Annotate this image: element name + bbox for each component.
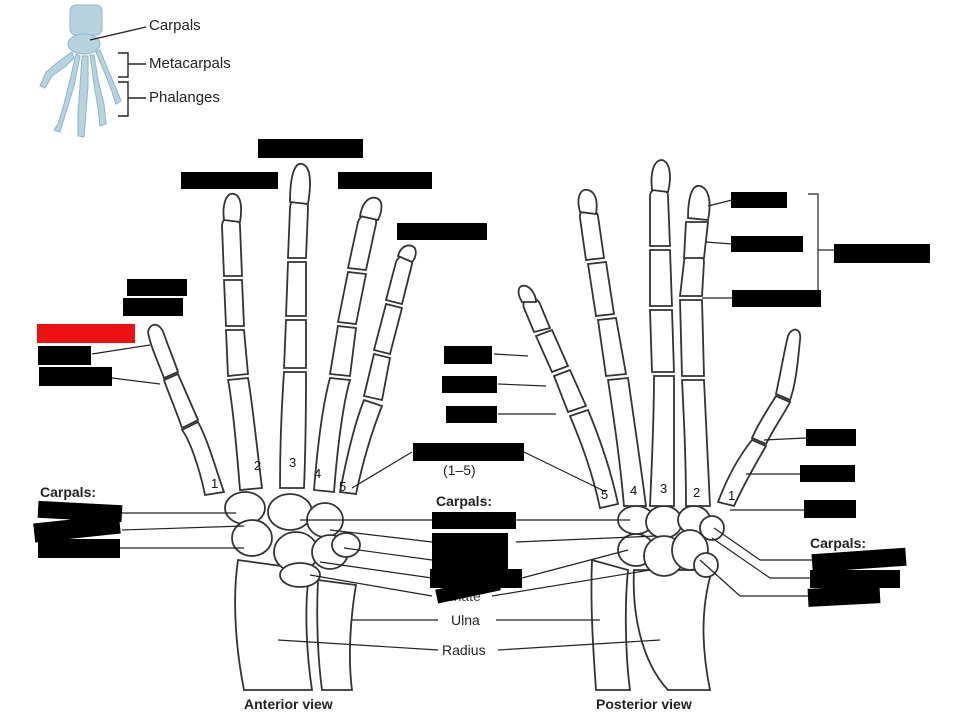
key-leader-lines (89, 26, 147, 117)
redaction-box (810, 570, 900, 588)
redaction-box (181, 172, 278, 189)
redaction-box (397, 223, 487, 240)
redaction-box (807, 585, 881, 607)
center-carpals-heading: Carpals: (436, 493, 493, 509)
posterior-digit-4: 4 (630, 483, 638, 498)
posterior-digit-5: 5 (601, 487, 609, 502)
redaction-box (432, 533, 508, 552)
anterior-ulna-bone (316, 578, 358, 691)
redaction-box (432, 512, 516, 529)
anterior-digit-1: 1 (211, 476, 219, 491)
redaction-box (432, 552, 508, 569)
anterior-digit-4: 4 (314, 466, 322, 481)
redaction-box (413, 443, 524, 461)
highlighted-answer-box[interactable] (37, 324, 135, 343)
redaction-box (258, 139, 363, 158)
anterior-digit-2: 2 (254, 458, 262, 473)
hand-key-icon (39, 4, 122, 138)
redaction-box (123, 298, 183, 316)
redaction-box (338, 172, 432, 189)
redaction-box (806, 429, 856, 446)
posterior-carpals-heading: Carpals: (810, 535, 867, 551)
redaction-box (442, 376, 497, 393)
anterior-carpals-heading: Carpals: (40, 484, 97, 500)
ulna-label: Ulna (451, 612, 480, 628)
redaction-box (446, 406, 497, 423)
anterior-digit-5: 5 (339, 479, 347, 494)
posterior-digit-1: 1 (728, 488, 736, 503)
redaction-box (127, 279, 187, 296)
radius-label: Radius (442, 642, 486, 658)
redaction-box (39, 367, 112, 386)
anterior-radius-bone (234, 558, 314, 691)
redaction-box (731, 192, 787, 208)
redaction-box (834, 244, 930, 263)
key-metacarpals-label: Metacarpals (149, 55, 231, 72)
redaction-box (38, 539, 120, 558)
posterior-view-label: Posterior view (596, 696, 692, 712)
posterior-ulna-bone (590, 558, 632, 691)
posterior-radius-bone (632, 569, 714, 691)
anterior-digit-3: 3 (289, 455, 297, 470)
redaction-box (732, 290, 821, 307)
anterior-hand (147, 163, 417, 691)
metacarpal-range-label: (1–5) (443, 462, 476, 478)
key-phalanges-label: Phalanges (149, 89, 220, 106)
posterior-digit-3: 3 (660, 481, 668, 496)
redaction-box (800, 465, 855, 482)
redaction-box (38, 346, 91, 365)
posterior-hand (517, 159, 802, 691)
redaction-box (731, 236, 803, 252)
redaction-box (444, 346, 492, 364)
key-carpals-label: Carpals (149, 17, 201, 34)
posterior-digit-2: 2 (693, 485, 701, 500)
anterior-view-label: Anterior view (244, 696, 333, 712)
redaction-box (804, 500, 856, 518)
